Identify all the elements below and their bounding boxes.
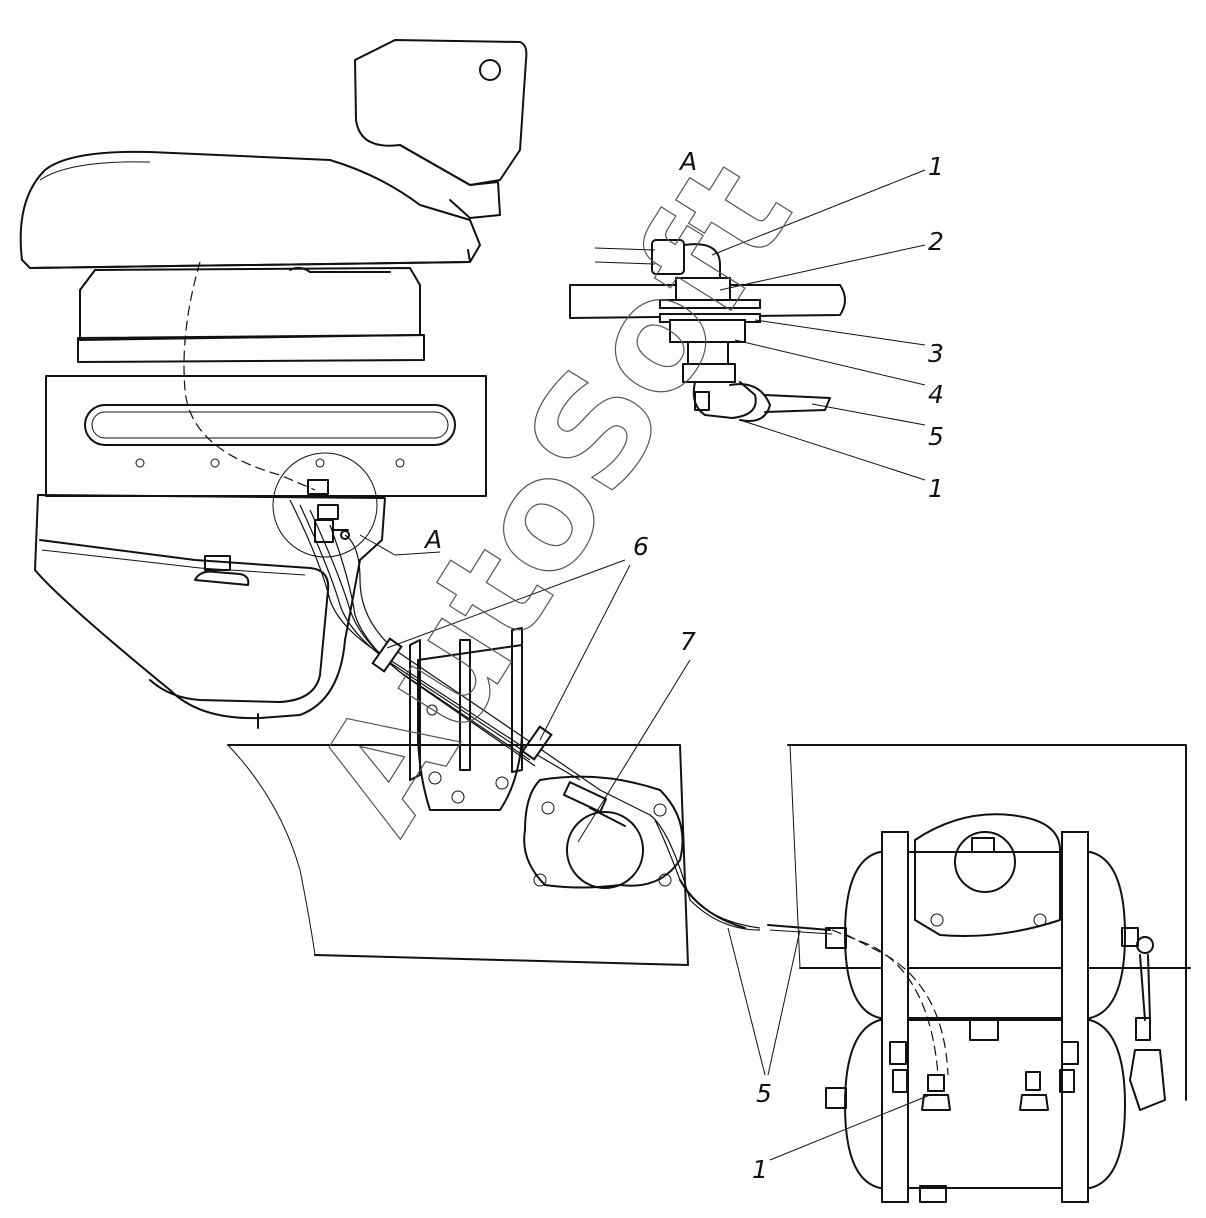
frame-rail-left <box>227 744 689 966</box>
callout-detail-4: 4 <box>928 380 944 409</box>
callout-detail-1-bottom: 1 <box>928 474 944 503</box>
tank-air-hose <box>831 929 939 1076</box>
detail-view-title: A <box>678 147 697 176</box>
callout-main-6: 6 <box>633 532 649 561</box>
callout-detail-5: 5 <box>928 422 944 451</box>
backrest-knob-icon <box>479 59 501 81</box>
detail-view-assembly <box>569 239 846 422</box>
hose-clamp-upper <box>371 637 403 673</box>
seat-air-hose <box>183 261 316 491</box>
tank-fittings <box>825 927 1166 1111</box>
frame-rail-right <box>787 744 1187 1101</box>
callout-main-5: 5 <box>756 1079 772 1108</box>
tank-bracket-plate <box>914 813 1061 937</box>
main-leader-lines <box>386 559 931 1161</box>
callout-detail-2: 2 <box>928 227 944 256</box>
detail-a-marker-circle <box>272 452 378 558</box>
seat <box>19 39 528 729</box>
flange-plate <box>523 775 684 889</box>
callout-main-1: 1 <box>752 1155 768 1184</box>
callout-detail-1-top: 1 <box>928 152 944 181</box>
callout-main-7: 7 <box>680 627 696 656</box>
air-tank-lower <box>844 1019 1126 1203</box>
hose-clamp-lower <box>521 725 553 761</box>
mounting-bracket <box>409 627 523 811</box>
detail-leader-lines <box>711 169 926 481</box>
callout-detail-3: 3 <box>928 339 944 368</box>
detail-a-marker-label: A <box>423 525 442 554</box>
air-tank-upper <box>844 851 1126 1019</box>
tank-straps <box>881 831 1089 1203</box>
air-hose-to-tank <box>679 879 746 929</box>
